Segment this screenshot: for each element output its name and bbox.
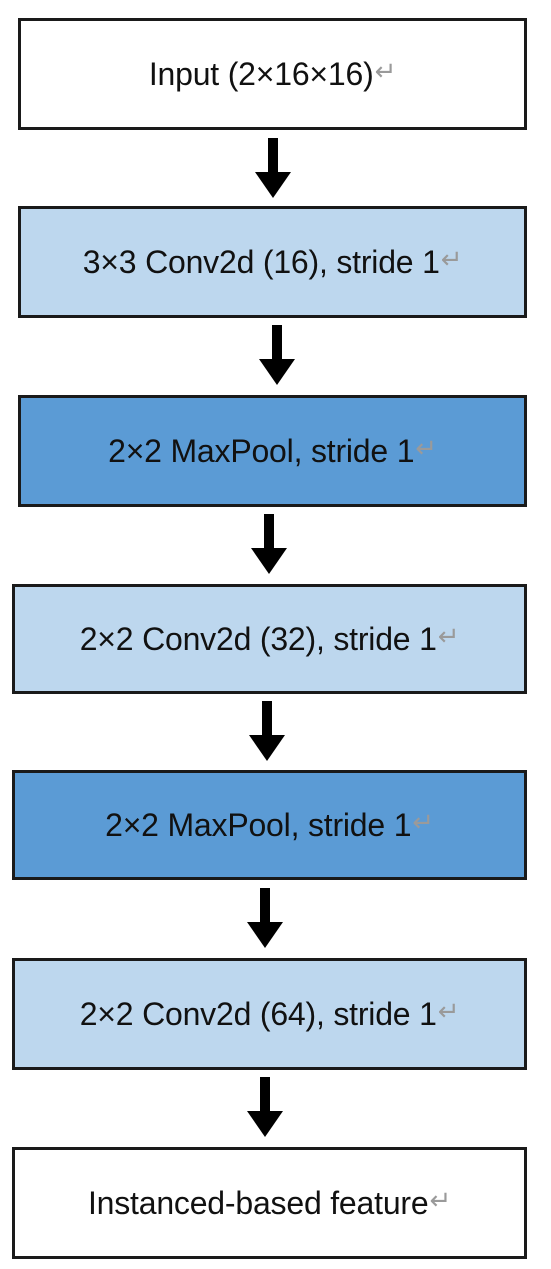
down-arrow-icon — [247, 888, 283, 948]
return-mark-icon: ↵ — [429, 1184, 452, 1215]
return-mark-icon: ↵ — [412, 806, 434, 837]
maxpool-label-1: 2×2 MaxPool, stride 1 — [108, 432, 415, 469]
output-feature-box: Instanced-based feature↵ — [12, 1147, 527, 1259]
conv2d-64-label: 2×2 Conv2d (64), stride 1 — [79, 995, 437, 1032]
down-arrow-icon — [249, 701, 285, 761]
down-arrow-icon — [247, 1077, 283, 1137]
conv2d-32-box: 2×2 Conv2d (32), stride 1↵ — [12, 584, 527, 694]
maxpool-label-2: 2×2 MaxPool, stride 1 — [105, 806, 412, 843]
return-mark-icon: ↵ — [437, 620, 460, 651]
maxpool-box-2: 2×2 MaxPool, stride 1↵ — [12, 770, 527, 880]
conv2d-64-box: 2×2 Conv2d (64), stride 1↵ — [12, 958, 527, 1070]
down-arrow-icon — [259, 325, 295, 385]
input-label: Input (2×16×16) — [148, 55, 374, 92]
conv2d-32-label: 2×2 Conv2d (32), stride 1 — [79, 620, 437, 657]
down-arrow-icon — [251, 514, 287, 574]
return-mark-icon: ↵ — [437, 995, 460, 1026]
down-arrow-icon — [255, 138, 291, 198]
conv2d-16-box: 3×3 Conv2d (16), stride 1↵ — [18, 206, 527, 318]
return-mark-icon: ↵ — [374, 55, 397, 86]
maxpool-box-1: 2×2 MaxPool, stride 1↵ — [18, 395, 527, 507]
return-mark-icon: ↵ — [415, 432, 437, 463]
return-mark-icon: ↵ — [440, 243, 463, 274]
output-feature-label: Instanced-based feature — [87, 1184, 429, 1221]
input-box: Input (2×16×16)↵ — [18, 18, 527, 130]
conv2d-16-label: 3×3 Conv2d (16), stride 1 — [82, 243, 440, 280]
